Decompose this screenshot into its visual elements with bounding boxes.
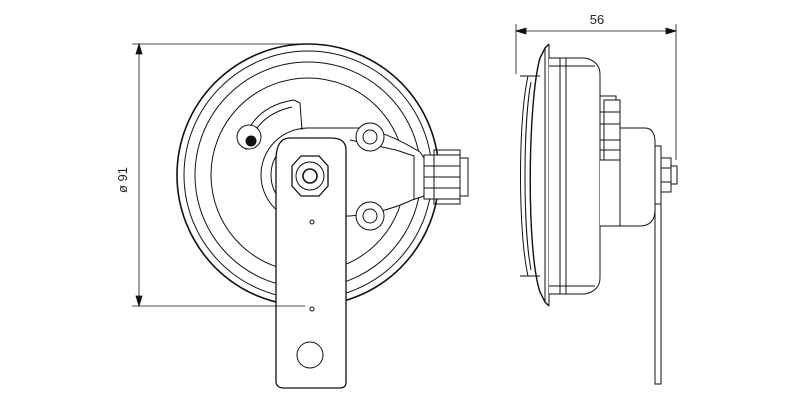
mount-hole-upper <box>355 122 385 152</box>
side-flange-curve-1 <box>520 75 529 277</box>
side-flange-curve-2 <box>524 81 532 271</box>
depth-label: 56 <box>590 12 604 27</box>
side-view <box>520 43 678 385</box>
strap-rivet-1 <box>309 219 315 225</box>
dim-arrow-top <box>135 42 143 55</box>
side-washer <box>654 145 662 205</box>
side-terminal-2 <box>603 99 621 161</box>
depth-arrow-left <box>514 27 527 35</box>
center-bolt <box>302 168 318 184</box>
strap-slot <box>296 341 324 369</box>
side-nut <box>660 157 672 193</box>
side-flange-outer <box>529 43 550 307</box>
depth-dimension <box>514 24 678 160</box>
center-nut <box>291 155 329 197</box>
mount-hole-upper-inner <box>362 129 378 145</box>
diameter-label: ø 91 <box>115 167 130 193</box>
front-view <box>176 43 469 389</box>
mounting-strap <box>275 137 347 389</box>
side-housing <box>549 57 601 295</box>
depth-arrow-right <box>665 27 678 35</box>
strap-rivet-2 <box>309 306 315 312</box>
center-nut-ring <box>295 161 325 191</box>
mount-hole-lower <box>355 201 385 231</box>
contact-screw-head <box>245 135 257 147</box>
side-bolt <box>670 165 678 185</box>
diameter-dimension <box>132 42 305 308</box>
mount-hole-lower-inner <box>362 208 378 224</box>
dim-arrow-bottom <box>135 295 143 308</box>
connector-tip <box>459 157 469 197</box>
